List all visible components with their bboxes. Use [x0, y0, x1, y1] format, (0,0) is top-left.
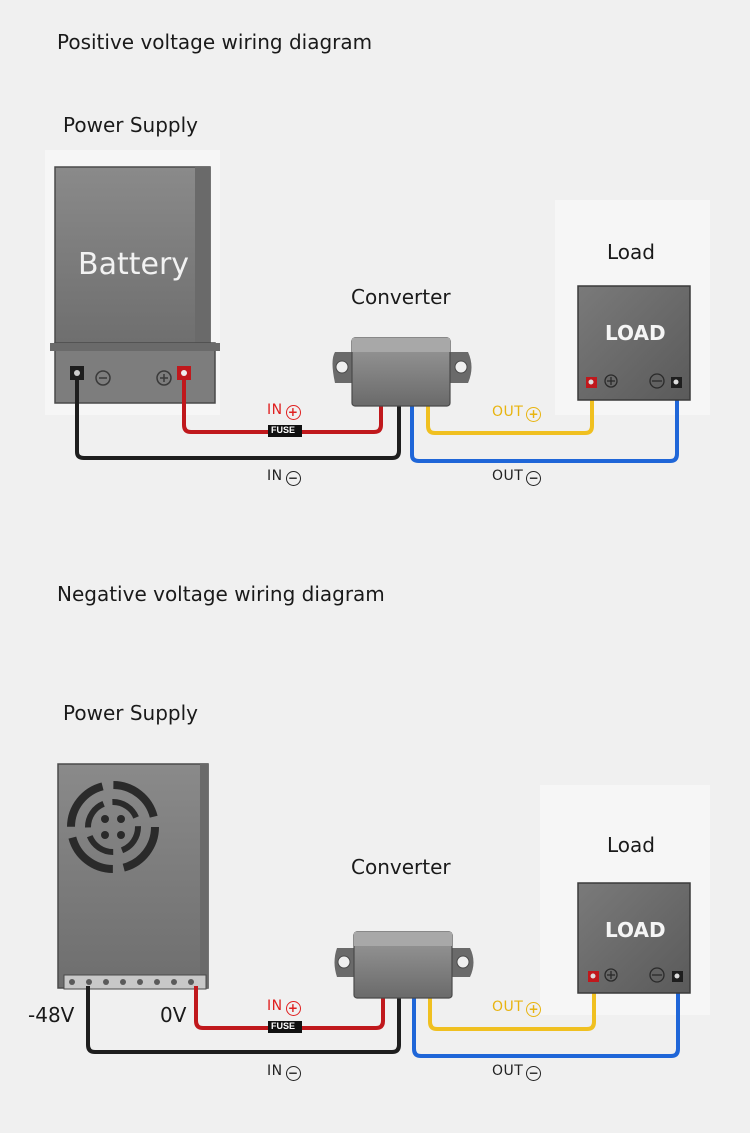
bottom-fuse-label: FUSE — [271, 1021, 296, 1031]
bottom-out-positive-label: OUT+ — [492, 999, 542, 1017]
converter-bottom — [334, 931, 474, 999]
top-out-neg-text: OUT — [492, 468, 524, 484]
minus-icon: − — [285, 1066, 301, 1081]
top-out-pos-text: OUT — [492, 404, 524, 420]
bottom-in-neg-text: IN — [267, 1063, 283, 1079]
top-fuse-label: FUSE — [271, 425, 296, 435]
bottom-out-pos-text: OUT — [492, 999, 524, 1015]
top-out-negative-label: OUT− — [492, 468, 542, 486]
fuse-top — [268, 425, 302, 437]
negative-48v-label: -48V — [28, 1003, 75, 1027]
top-in-pos-text: IN — [267, 402, 283, 418]
converter-top — [332, 337, 472, 407]
minus-icon: − — [526, 471, 542, 486]
plus-icon: + — [526, 407, 542, 422]
bottom-out-negative-label: OUT− — [492, 1063, 542, 1081]
plus-icon: + — [285, 405, 301, 420]
plus-icon: + — [526, 1002, 542, 1017]
top-out-positive-label: OUT+ — [492, 404, 542, 422]
bottom-in-negative-label: IN− — [267, 1063, 301, 1081]
top-converter-label: Converter — [351, 285, 451, 309]
load-top — [577, 285, 691, 401]
top-load-label: Load — [607, 240, 655, 264]
bottom-load-label: Load — [607, 833, 655, 857]
zero-volt-label: 0V — [160, 1003, 187, 1027]
top-diagram-title: Positive voltage wiring diagram — [57, 30, 373, 54]
top-power-supply-label: Power Supply — [63, 113, 198, 137]
minus-icon: − — [526, 1066, 542, 1081]
load-bottom — [577, 882, 691, 994]
bottom-diagram-title: Negative voltage wiring diagram — [57, 582, 385, 606]
top-in-negative-label: IN− — [267, 468, 301, 486]
fuse-bottom — [268, 1021, 302, 1033]
plus-icon: + — [285, 1001, 301, 1016]
bottom-out-neg-text: OUT — [492, 1063, 524, 1079]
bottom-load-box-text: LOAD — [605, 918, 666, 942]
top-in-positive-label: IN+ — [267, 402, 301, 420]
bottom-power-supply-label: Power Supply — [63, 701, 198, 725]
bottom-converter-label: Converter — [351, 855, 451, 879]
top-in-neg-text: IN — [267, 468, 283, 484]
bottom-in-pos-text: IN — [267, 998, 283, 1014]
bottom-in-positive-label: IN+ — [267, 998, 301, 1016]
wires-top — [75, 378, 679, 463]
top-load-box-text: LOAD — [605, 321, 666, 345]
battery-terminals-top — [70, 366, 191, 380]
power-supply-bottom — [57, 763, 209, 990]
minus-icon: − — [285, 471, 301, 486]
battery-label: Battery — [78, 247, 190, 282]
